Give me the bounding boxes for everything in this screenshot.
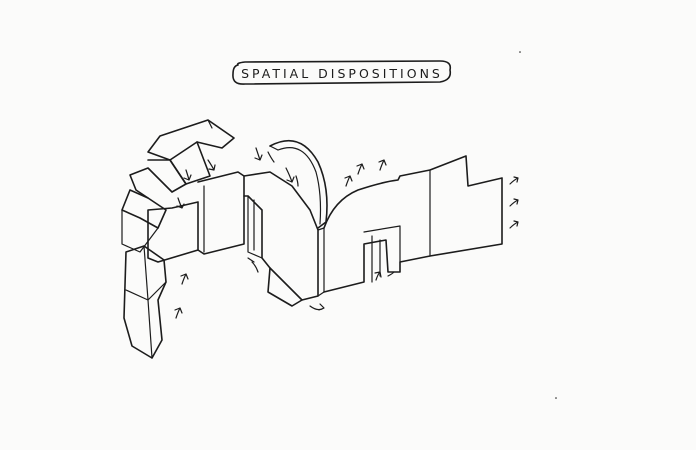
arch <box>269 139 328 229</box>
arrow-icon <box>174 147 519 319</box>
speck <box>555 397 557 399</box>
title-label: SPATIAL DISPOSITIONS <box>232 60 452 85</box>
speck <box>519 51 521 53</box>
title-bubble <box>232 60 452 85</box>
title-text: SPATIAL DISPOSITIONS <box>241 66 443 81</box>
right-wall <box>323 155 503 293</box>
central-walls <box>147 171 325 307</box>
left-block-stack <box>121 119 235 359</box>
